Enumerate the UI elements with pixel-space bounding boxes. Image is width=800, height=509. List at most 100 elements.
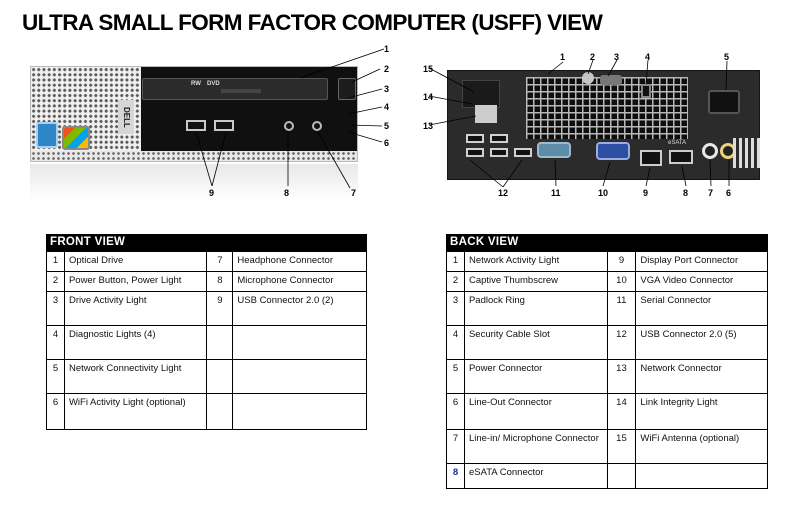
drive-slot <box>221 89 261 93</box>
vga-connector <box>596 142 630 160</box>
front-callout-1: 1 <box>384 44 390 54</box>
front-view-item-number: 9 <box>206 291 234 326</box>
optical-drive: RW DVD <box>142 78 328 100</box>
back-callout-3: 3 <box>614 52 620 62</box>
back-callout-7: 7 <box>708 188 714 198</box>
back-view-item-label: eSATA Connector <box>463 463 608 489</box>
front-view-item-label: Network Connectivity Light <box>63 359 208 394</box>
back-view-item-label: VGA Video Connector <box>635 271 768 292</box>
front-callout-8: 8 <box>284 188 290 198</box>
back-callout-6: 6 <box>726 188 732 198</box>
front-view-item-label: Drive Activity Light <box>63 291 208 326</box>
power-button <box>338 78 356 100</box>
back-view-item-number: 3 <box>446 291 465 326</box>
front-view-item-label: Microphone Connector <box>232 271 367 292</box>
front-usb-port-2 <box>214 120 234 131</box>
page-title: ULTRA SMALL FORM FACTOR COMPUTER (USFF) … <box>22 10 603 35</box>
front-view-heading: FRONT VIEW <box>46 234 367 251</box>
back-view-item-label: Captive Thumbscrew <box>463 271 608 292</box>
back-view-item-number: 2 <box>446 271 465 292</box>
back-view-item-number: 1 <box>446 251 465 272</box>
back-callout-2: 2 <box>590 52 596 62</box>
back-callout-8: 8 <box>683 188 689 198</box>
front-view-item-number: 8 <box>206 271 234 292</box>
back-usb-port <box>490 134 508 143</box>
back-callout-10: 10 <box>598 188 609 198</box>
back-callout-13: 13 <box>423 121 434 131</box>
front-usb-port-1 <box>186 120 206 131</box>
back-view-item-label: Display Port Connector <box>635 251 768 272</box>
back-callout-11: 11 <box>551 188 561 198</box>
drive-label-rw: RW <box>191 81 201 87</box>
back-callout-12: 12 <box>498 188 509 198</box>
back-view-item-number <box>606 463 637 489</box>
back-callout-9: 9 <box>643 188 649 198</box>
front-callout-7: 7 <box>351 188 357 198</box>
back-callout-14: 14 <box>423 92 434 102</box>
microphone-jack <box>284 121 294 131</box>
front-callout-2: 2 <box>384 64 390 74</box>
back-view-item-label: Line-in/ Microphone Connector <box>463 429 608 464</box>
front-view-item-number: 2 <box>46 271 65 292</box>
front-view-item-label <box>232 393 367 430</box>
back-view-item-label: Network Activity Light <box>463 251 608 272</box>
back-view-item-number: 12 <box>606 325 637 360</box>
back-view-item-label: Serial Connector <box>635 291 768 326</box>
back-callout-5: 5 <box>724 52 730 62</box>
front-view-item-number: 6 <box>46 393 65 430</box>
back-callout-15: 15 <box>423 64 434 74</box>
intel-logo <box>36 122 58 148</box>
security-cable-slot <box>641 84 651 98</box>
front-view-item-number: 3 <box>46 291 65 326</box>
back-view-item-number: 15 <box>606 429 637 464</box>
back-usb-port <box>466 148 484 157</box>
back-view-item-label <box>635 463 768 489</box>
back-view-item-number: 14 <box>606 393 637 430</box>
front-callout-4: 4 <box>384 102 390 112</box>
back-view-item-label: WiFi Antenna (optional) <box>635 429 768 464</box>
back-view-item-number: 13 <box>606 359 637 394</box>
back-usb-port <box>466 134 484 143</box>
dell-logo: DELL <box>118 100 134 134</box>
front-view-item-number: 4 <box>46 325 65 360</box>
front-view-item-number: 7 <box>206 251 234 272</box>
front-view-item-label: Optical Drive <box>63 251 208 272</box>
back-view-item-number: 6 <box>446 393 465 430</box>
front-view-item-label: Power Button, Power Light <box>63 271 208 292</box>
back-view-item-number: 9 <box>606 251 637 272</box>
serial-connector <box>537 142 571 158</box>
front-callout-5: 5 <box>384 121 390 131</box>
back-vent <box>526 77 688 139</box>
esata-connector <box>669 150 693 164</box>
display-port-connector <box>640 150 662 166</box>
back-callout-4: 4 <box>645 52 651 62</box>
front-view-item-number <box>206 359 234 394</box>
back-view-item-label: Power Connector <box>463 359 608 394</box>
front-view-item-label: WiFi Activity Light (optional) <box>63 393 208 430</box>
windows-logo <box>62 126 90 150</box>
back-view-item-label: USB Connector 2.0 (5) <box>635 325 768 360</box>
back-view-item-number: 4 <box>446 325 465 360</box>
back-view-item-label: Network Connector <box>635 359 768 394</box>
back-view-item-label: Line-Out Connector <box>463 393 608 430</box>
back-view-item-number: 7 <box>446 429 465 464</box>
front-view-item-label: USB Connector 2.0 (2) <box>232 291 367 326</box>
front-view-item-label: Headphone Connector <box>232 251 367 272</box>
drive-label-dvd: DVD <box>207 81 220 87</box>
front-view-item-label <box>232 359 367 394</box>
back-view-item-number: 8 <box>446 463 465 489</box>
back-view-item-label: Link Integrity Light <box>635 393 768 430</box>
captive-thumbscrew <box>582 72 594 84</box>
